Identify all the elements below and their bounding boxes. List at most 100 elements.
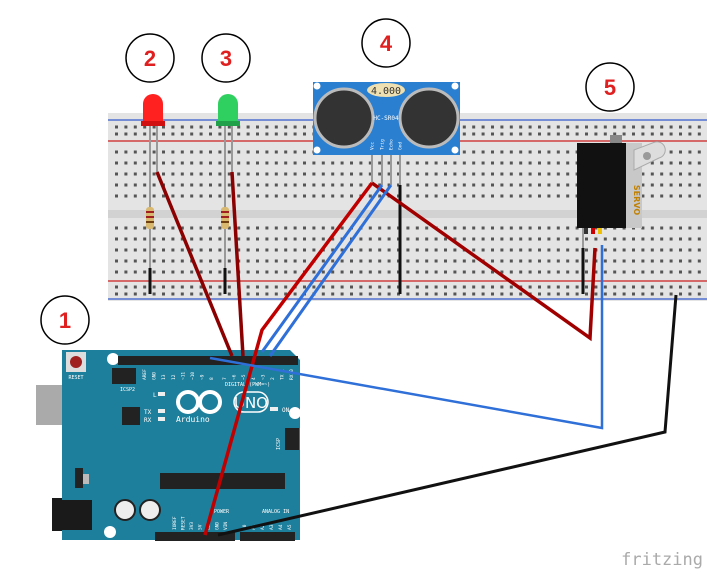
breadboard-hole [143,194,147,198]
breadboard-hole [575,292,579,296]
breadboard-hole [368,292,372,296]
breadboard-hole [199,292,203,296]
breadboard-hole [519,194,523,198]
breadboard-hole [162,172,165,176]
breadboard-hole [209,150,212,154]
breadboard-hole [321,270,325,274]
breadboard-hole [538,150,541,154]
breadboard-hole [115,172,118,176]
breadboard-hole [312,237,316,241]
breadboard-hole [143,248,147,252]
breadboard-hole [265,194,269,198]
breadboard-hole [190,285,194,289]
breadboard-hole [632,285,635,289]
sensor-pin-trig: Trig [380,139,386,150]
breadboard-hole [133,285,137,289]
breadboard-hole [256,270,259,274]
breadboard-hole [444,172,447,176]
breadboard-hole [650,285,654,289]
breadboard-hole [547,248,551,252]
breadboard-hole [538,292,541,296]
breadboard-hole [415,161,419,165]
breadboard-hole [256,292,259,296]
breadboard-hole [246,248,250,252]
breadboard-hole [162,285,165,289]
wires [155,171,678,537]
breadboard-hole [359,172,363,176]
breadboard-hole [340,226,344,230]
breadboard-hole [378,183,382,187]
breadboard-hole [472,237,476,241]
breadboard-hole [528,194,532,198]
breadboard-hole [415,226,419,230]
breadboard-hole [227,172,231,176]
breadboard-hole [472,248,476,252]
breadboard-hole [209,125,212,129]
breadboard-hole [115,183,118,187]
breadboard-hole [274,292,278,296]
breadboard-hole [641,285,645,289]
breadboard-hole [491,270,494,274]
breadboard-hole [162,132,165,136]
breadboard-hole [331,248,335,252]
breadboard-hole [124,172,128,176]
breadboard-hole [556,292,560,296]
svg-text:2: 2 [144,46,156,71]
breadboard-hole [481,172,485,176]
breadboard-hole [425,285,429,289]
sensor-pin-labels: Vcc Trig Echo Gnd [370,139,404,150]
pin-label-8: 8 [209,377,215,380]
breadboard-hole [585,285,588,289]
breadboard-hole [115,270,118,274]
breadboard-hole [256,183,259,187]
breadboard-hole [650,194,654,198]
breadboard-hole [350,161,353,165]
svg-text:3: 3 [220,46,232,71]
breadboard-hole [481,161,485,165]
breadboard-hole [556,183,560,187]
breadboard-hole [256,150,259,154]
breadboard-hole [368,259,372,263]
breadboard-hole [378,259,382,263]
breadboard-hole [632,292,635,296]
breadboard-hole [124,248,128,252]
breadboard-hole [491,285,494,289]
breadboard-hole [650,248,654,252]
breadboard-hole [265,237,269,241]
pin-label-rx0: RX 0 [289,369,295,380]
breadboard-hole [293,237,297,241]
callout-2: 2 [125,33,175,83]
breadboard-hole [444,194,447,198]
breadboard-hole [660,161,664,165]
breadboard-hole [124,292,128,296]
breadboard-hole [284,125,288,129]
breadboard-hole [284,150,288,154]
breadboard-hole [425,194,429,198]
breadboard-hole [171,292,175,296]
breadboard-hole [528,285,532,289]
breadboard-hole [124,183,128,187]
breadboard-hole [350,292,353,296]
breadboard-hole [321,183,325,187]
breadboard-hole [265,183,269,187]
breadboard-hole [133,248,137,252]
breadboard-hole [603,285,607,289]
wire-blue-echo [268,184,393,357]
resistor-2 [221,172,229,268]
breadboard-hole [547,270,551,274]
breadboard-hole [462,259,466,263]
pin-label-gnd-2: GND [215,522,221,530]
breadboard-hole [171,172,175,176]
breadboard-hole [180,125,184,129]
breadboard-hole [603,259,607,263]
breadboard-hole [227,270,231,274]
breadboard-hole [425,226,429,230]
breadboard-hole [575,285,579,289]
pin-label-7: 7 [222,377,228,380]
breadboard-hole [246,285,250,289]
breadboard-hole [415,285,419,289]
breadboard-hole [284,194,288,198]
breadboard-hole [321,161,325,165]
breadboard-hole [538,248,541,252]
breadboard-hole [509,285,513,289]
